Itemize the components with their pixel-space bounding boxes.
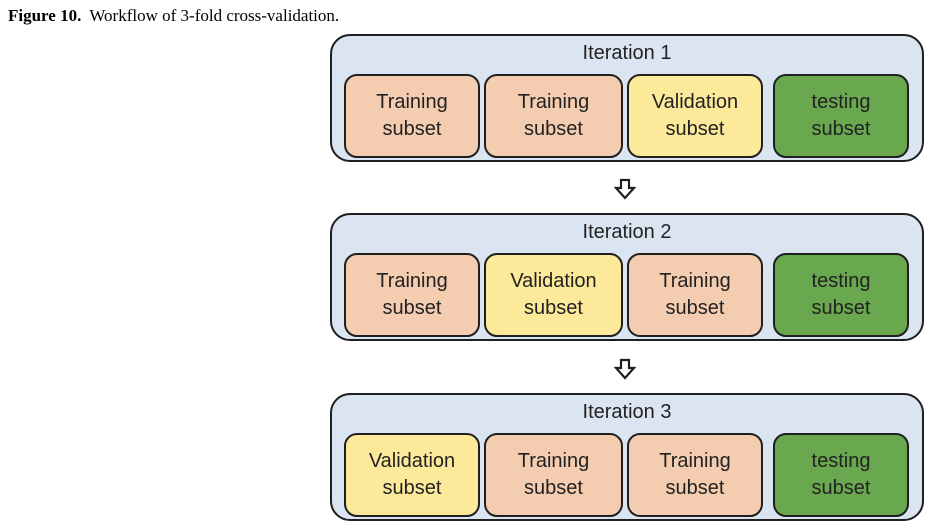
iteration-3-box-2: Training subset xyxy=(484,433,623,517)
box-line1: Training xyxy=(659,450,731,472)
box-line2: subset xyxy=(382,477,442,499)
iteration-1-box-4: testing subset xyxy=(773,74,909,158)
iteration-1-box-2: Training subset xyxy=(484,74,623,158)
iteration-1-box-3: Validation subset xyxy=(627,74,763,158)
box-line2: subset xyxy=(665,297,725,319)
iteration-2-box-2: Validation subset xyxy=(484,253,623,337)
iteration-2-box-3: Training subset xyxy=(627,253,763,337)
box-line1: Validation xyxy=(651,91,739,113)
iteration-3-box-4: testing subset xyxy=(773,433,909,517)
iteration-3-title: Iteration 3 xyxy=(582,401,672,423)
box-line1: Training xyxy=(517,91,590,113)
box-line2: subset xyxy=(665,118,725,140)
box-line2: subset xyxy=(524,477,583,499)
box-line1: Validation xyxy=(368,450,456,472)
box-line1: Training xyxy=(376,91,448,113)
box-line1: Training xyxy=(517,450,590,472)
box-line1: testing xyxy=(811,270,871,292)
iteration-3-panel: Iteration 3 Validation subset Training sub… xyxy=(330,393,924,521)
box-line2: subset xyxy=(382,297,442,319)
figure-caption: Figure 10. Workflow of 3-fold cross-valid… xyxy=(8,6,339,26)
iteration-3-box-1: Validation subset xyxy=(344,433,480,517)
iteration-2-panel: Iteration 2 Training subset Validation sub… xyxy=(330,213,924,341)
iteration-3-box-3: Training subset xyxy=(627,433,763,517)
box-line2: subset xyxy=(524,297,583,319)
iteration-1-panel: Iteration 1 Training subset Training subse… xyxy=(330,34,924,162)
box-line2: subset xyxy=(811,297,871,319)
box-line2: subset xyxy=(524,118,583,140)
iteration-1-title: Iteration 1 xyxy=(582,42,672,64)
box-line1: Training xyxy=(659,270,731,292)
box-line2: subset xyxy=(811,118,871,140)
box-line1: Validation xyxy=(510,270,597,292)
box-line2: subset xyxy=(665,477,725,499)
box-line1: testing xyxy=(811,91,871,113)
box-line2: subset xyxy=(382,118,442,140)
down-arrow-icon xyxy=(614,358,636,380)
box-line1: Training xyxy=(376,270,448,292)
down-arrow-icon xyxy=(614,178,636,200)
iteration-2-title: Iteration 2 xyxy=(582,221,672,243)
box-line2: subset xyxy=(811,477,871,499)
iteration-1-box-1: Training subset xyxy=(344,74,480,158)
box-line1: testing xyxy=(811,450,871,472)
iteration-2-box-4: testing subset xyxy=(773,253,909,337)
figure-caption-text: Workflow of 3-fold cross-validation. xyxy=(89,6,340,25)
iteration-2-box-1: Training subset xyxy=(344,253,480,337)
figure-label: Figure 10. xyxy=(8,6,82,25)
